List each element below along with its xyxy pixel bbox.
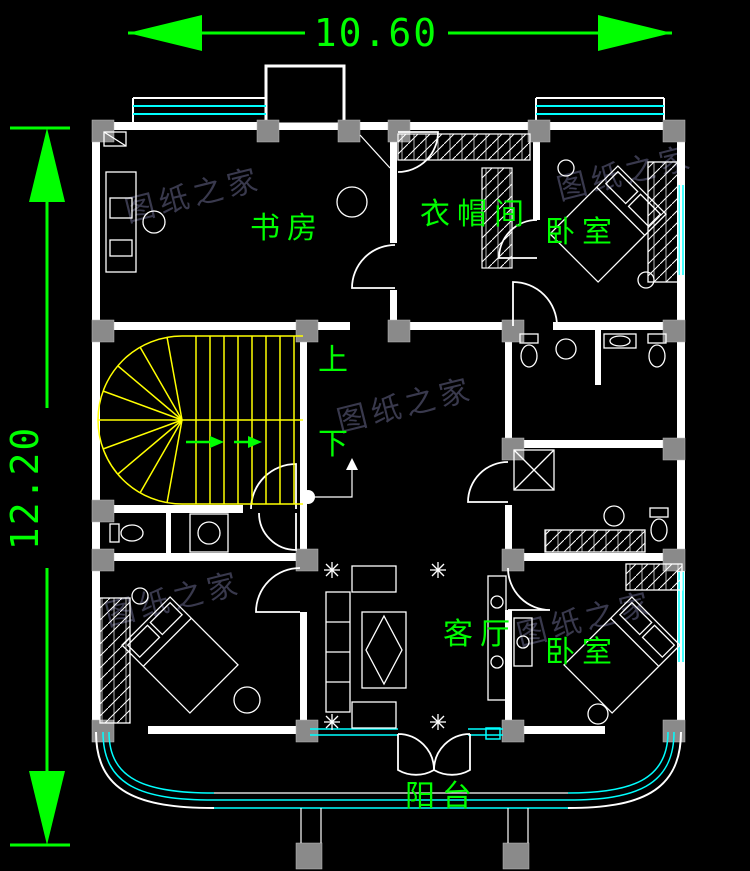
armchair — [351, 565, 397, 593]
wardrobe-side — [481, 167, 513, 269]
stair-label-down: 下 — [318, 427, 355, 462]
watermark-text: 图纸之家 — [333, 372, 477, 440]
stair-label-up: 上 — [318, 343, 355, 378]
room-label-study: 书房 — [250, 211, 324, 246]
plant — [324, 714, 340, 730]
room-label-cloakroom: 衣帽间 — [420, 197, 531, 232]
dim-depth-label: 12.20 — [3, 426, 47, 550]
sink — [603, 505, 625, 527]
door-balcony-right-leaf — [433, 733, 471, 776]
shower — [513, 449, 555, 491]
plant — [430, 714, 446, 730]
tv-cabinet — [487, 575, 507, 701]
plant — [324, 562, 340, 578]
bay-window-right — [567, 731, 682, 809]
bath-cabinet — [544, 529, 646, 553]
bedroom-bottom-left-furniture — [99, 587, 261, 724]
basin-counter — [603, 333, 637, 349]
study-furniture — [103, 131, 368, 273]
dim-arrow-down — [29, 771, 65, 845]
bathroom-upper-fixtures — [519, 333, 667, 368]
room-label-living: 客厅 — [443, 617, 517, 652]
bay-window-left — [95, 731, 215, 809]
dimension-left: 12.20 — [3, 126, 70, 847]
balcony-vent — [485, 727, 501, 740]
round-table — [336, 186, 368, 218]
door-staircase — [250, 463, 297, 510]
balcony-pillar-right — [502, 842, 530, 870]
wardrobe — [625, 563, 683, 591]
toilet — [648, 344, 666, 368]
room-label-bedroom-bottom: 卧室 — [545, 635, 619, 670]
balcony-pillar-left — [295, 842, 323, 870]
door-bath-right — [467, 461, 509, 503]
door-study — [351, 244, 396, 289]
dim-width-label: 10.60 — [314, 11, 438, 55]
top-windows — [132, 97, 665, 122]
toilet — [650, 518, 668, 542]
bed — [563, 596, 681, 714]
duct-box — [264, 64, 346, 126]
bedroom-bottom-right-furniture — [513, 563, 683, 725]
room-labels: 书房 衣帽间 卧室 上 下 客厅 卧室 阳台 — [250, 197, 619, 814]
room-label-balcony: 阳台 — [405, 779, 479, 814]
wardrobe — [99, 597, 131, 724]
room-label-bedroom-top: 卧室 — [545, 215, 619, 250]
bathroom-lower-fixtures — [513, 449, 669, 553]
door-bedroom-bottom-left — [255, 567, 301, 613]
cloakroom-furniture — [397, 133, 531, 269]
structural-columns — [91, 119, 686, 870]
toilet-tank — [519, 333, 539, 344]
small-baths-fixtures — [109, 513, 229, 553]
sink — [197, 521, 221, 545]
sink — [555, 338, 577, 360]
coffee-table — [361, 611, 407, 689]
armchair — [351, 701, 397, 729]
door-bedroom-top-right — [512, 281, 558, 327]
door-bath-small — [258, 512, 297, 551]
living-room-furniture — [324, 562, 507, 730]
rug — [587, 703, 609, 725]
door-bedroom-bottom-right — [507, 567, 551, 611]
dim-arrow-up — [29, 128, 65, 202]
interior-walls — [98, 130, 681, 726]
staircase — [97, 335, 358, 505]
stair-node-dot — [301, 490, 315, 504]
dimension-top: 10.60 — [128, 11, 672, 55]
stair-direction-arrows — [186, 436, 262, 448]
balcony — [95, 727, 682, 843]
bed — [121, 596, 239, 714]
plant — [430, 562, 446, 578]
rug — [233, 686, 261, 714]
bedroom-top-right-furniture — [549, 159, 679, 289]
wardrobe-top — [397, 133, 531, 161]
toilet — [520, 344, 538, 368]
toilet — [120, 524, 144, 542]
door-balcony-left-leaf — [397, 733, 435, 776]
dresser — [513, 617, 533, 667]
bed — [549, 165, 667, 283]
